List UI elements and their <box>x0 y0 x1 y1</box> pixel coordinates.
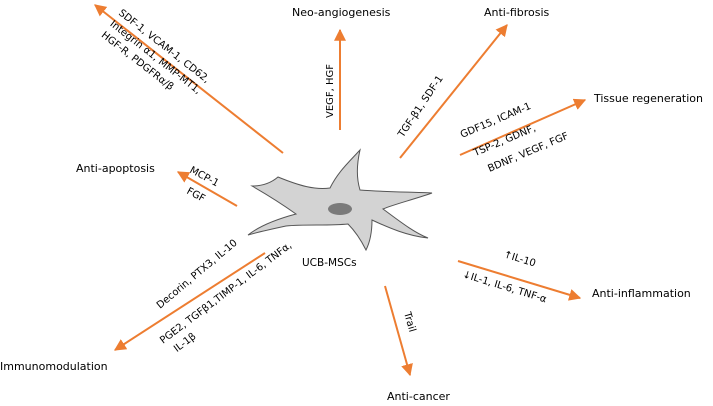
immunomodulation-factor-group: Decorin, PTX3, IL-10 <box>155 238 240 312</box>
homing-factor-line: Integrin α1, MMP-MT1, <box>108 19 203 97</box>
neo-angiogenesis-factor: VEGF, HGF <box>325 64 336 118</box>
homing-factor-line: SDF-1, VCAM-1, CD62, <box>116 8 211 86</box>
arrow-anti-fibrosis <box>399 24 508 159</box>
outcome-tissue-regeneration: Tissue regeneration <box>593 92 703 105</box>
anti-apoptosis-factor: FGF <box>185 186 207 205</box>
center-label: UCB-MSCs <box>302 257 357 269</box>
tissue-regeneration-factor-group: GDF15, ICAM-1 TSP-2, GDNF, BDNF, VEGF, F… <box>459 101 571 175</box>
msc-cell <box>247 148 433 252</box>
outcome-neo-angiogenesis: Neo-angiogenesis <box>292 6 391 19</box>
immunomodulation-factor-group: PGE2, TGFβ1,TIMP-1, IL-6, TNFα, IL-1β <box>158 240 294 355</box>
cell-body <box>247 148 433 252</box>
anti-fibrosis-factor: TGF-β1, SDF-1 <box>396 74 446 141</box>
arrow-homing <box>94 4 284 154</box>
outcome-anti-fibrosis: Anti-fibrosis <box>484 6 550 19</box>
outcome-anti-cancer: Anti-cancer <box>387 390 450 403</box>
arrow-anti-cancer <box>384 285 413 377</box>
outcome-anti-inflammation: Anti-inflammation <box>592 287 691 300</box>
arrow-anti-inflammation <box>457 260 582 301</box>
outcome-anti-apoptosis: Anti-apoptosis <box>76 162 155 175</box>
immunomodulation-factor-line: Decorin, PTX3, IL-10 <box>155 238 240 312</box>
anti-cancer-factor: Trail <box>401 310 417 334</box>
arrow-tissue-regeneration <box>459 98 587 156</box>
homing-factor-group: SDF-1, VCAM-1, CD62, Integrin α1, MMP-MT… <box>99 8 212 97</box>
cell-nucleus <box>328 203 352 215</box>
anti-inflammation-factor: ↑IL-10 <box>502 249 537 269</box>
arrow-anti-apoptosis <box>176 171 238 207</box>
arrow-immunomodulation <box>113 252 266 351</box>
anti-apoptosis-factor: MCP-1 <box>188 165 221 189</box>
outcome-immunomodulation: Immunomodulation <box>0 360 108 373</box>
